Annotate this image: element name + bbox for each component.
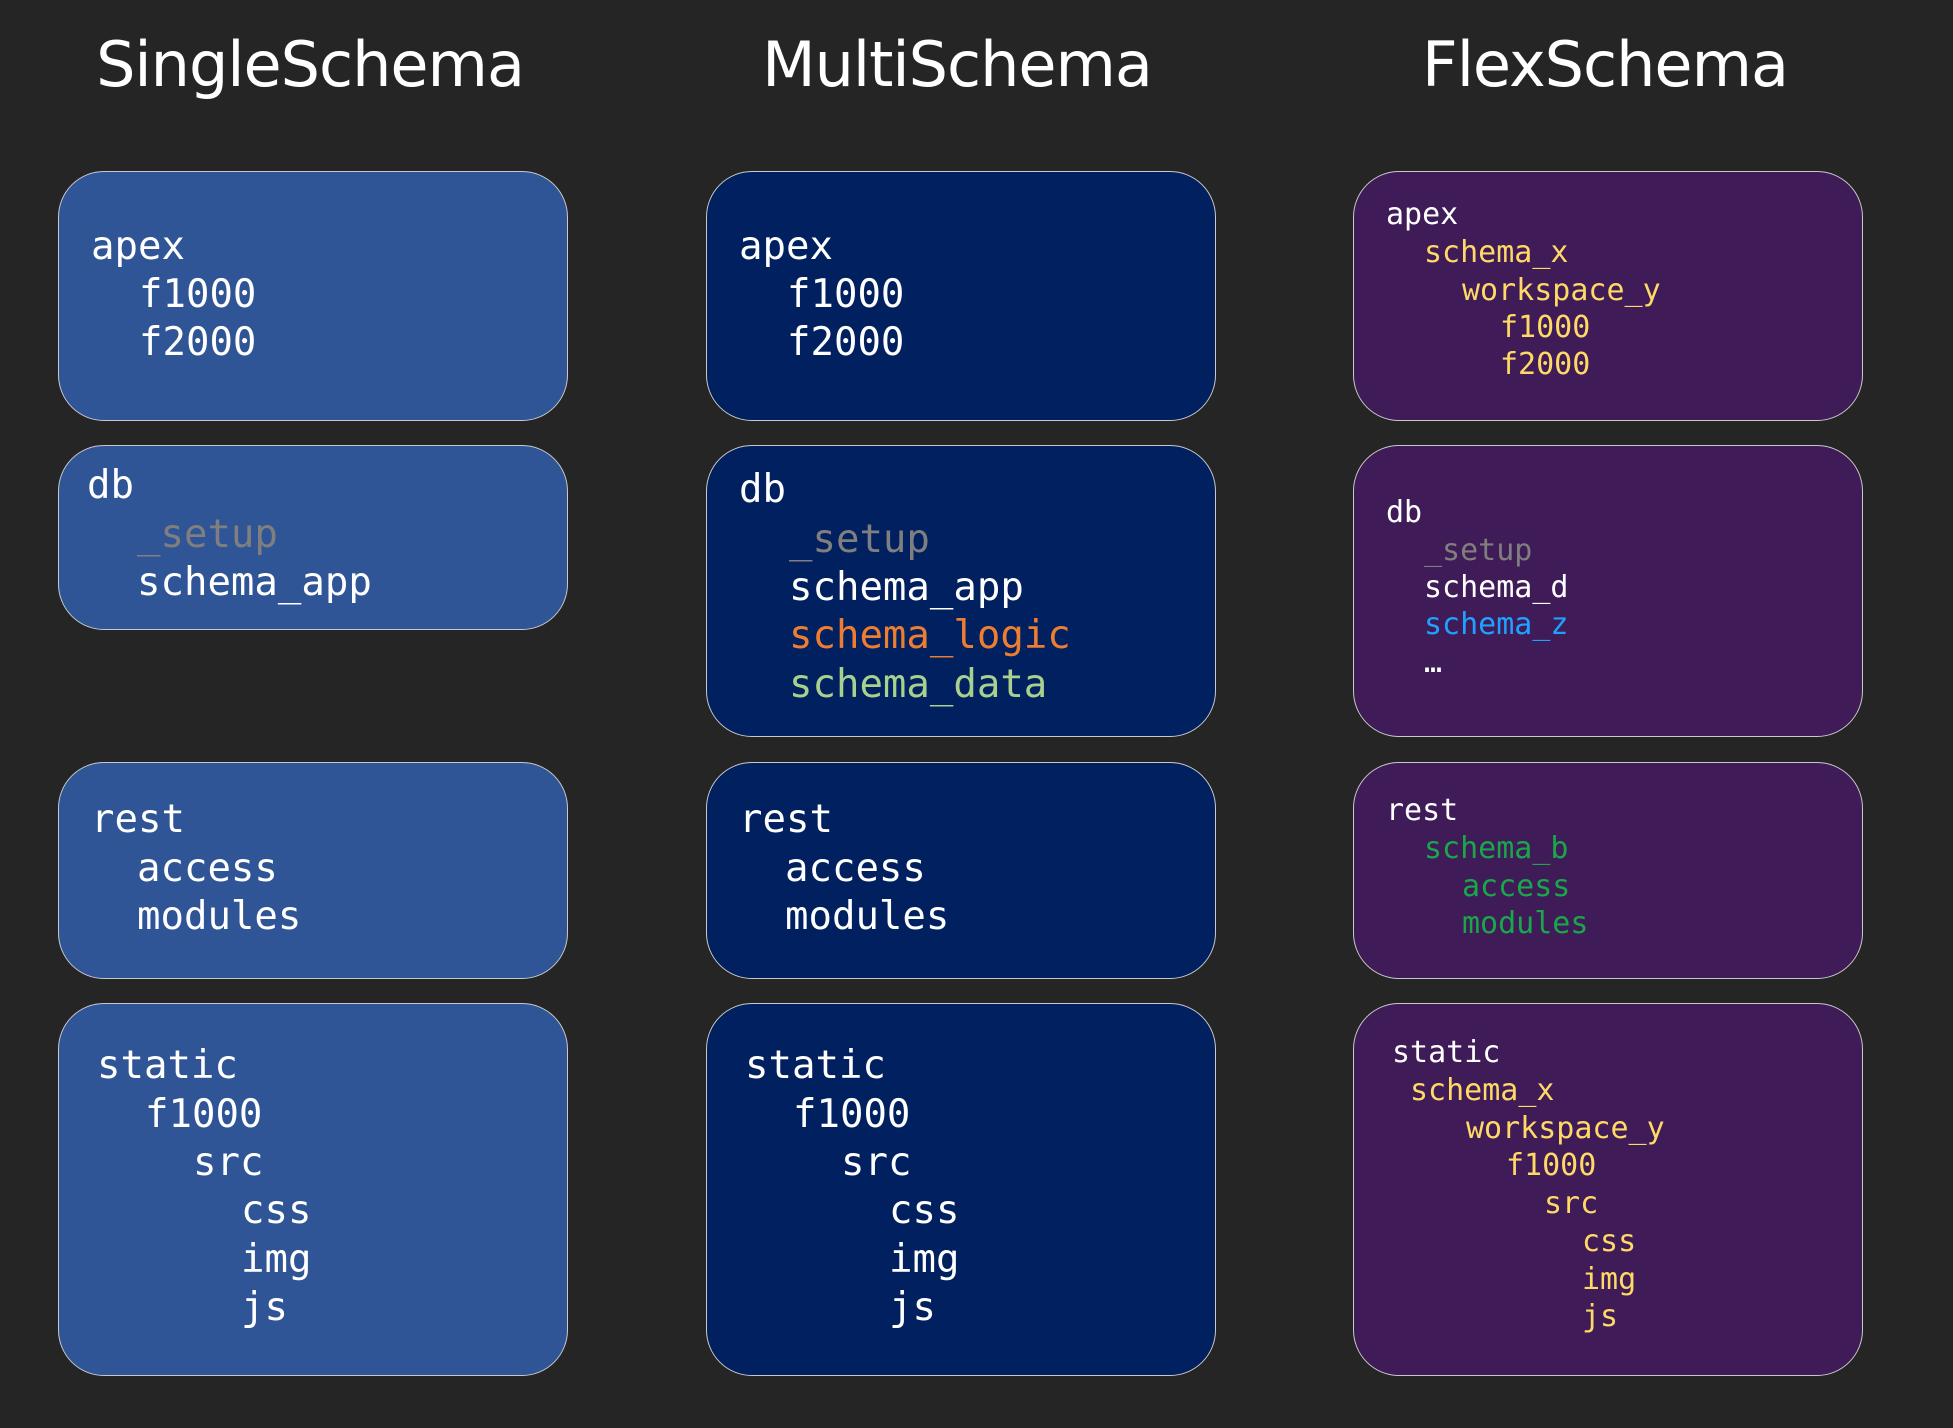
multi-db-item: db: [739, 467, 786, 512]
flex-apex-item: workspace_y: [1462, 273, 1661, 308]
single-rest-item: access: [137, 846, 278, 891]
multi-static-item: js: [889, 1285, 936, 1330]
flex-db-item: …: [1424, 645, 1443, 680]
multi-rest-item: modules: [785, 894, 950, 939]
multi-column-title: MultiSchema: [762, 28, 1153, 101]
flex-static-item: static: [1392, 1035, 1501, 1070]
single-static-item: src: [193, 1140, 264, 1185]
multi-static-item: src: [841, 1140, 912, 1185]
flex-apex-item: f1000: [1500, 310, 1591, 345]
multi-db-item: _setup: [789, 517, 930, 562]
flex-static-item: img: [1582, 1262, 1637, 1297]
flex-rest-item: access: [1462, 869, 1571, 904]
single-static-item: f1000: [145, 1092, 263, 1137]
multi-apex-item: f2000: [787, 320, 905, 365]
multi-db-item: schema_data: [789, 662, 1048, 707]
multi-db-item: schema_logic: [789, 613, 1071, 658]
multi-static-item: static: [745, 1043, 886, 1088]
single-static-item: img: [241, 1237, 312, 1282]
multi-db-item: schema_app: [789, 565, 1024, 610]
flex-static-item: js: [1582, 1299, 1619, 1334]
multi-apex-item: apex: [739, 224, 833, 269]
flex-column-title: FlexSchema: [1422, 28, 1789, 101]
multi-rest-item: access: [785, 846, 926, 891]
single-apex-item: apex: [91, 224, 185, 269]
flex-static-item: workspace_y: [1466, 1111, 1665, 1146]
single-static-item: static: [97, 1043, 238, 1088]
single-apex-item: f2000: [139, 320, 257, 365]
single-static-item: js: [241, 1285, 288, 1330]
flex-db-item: schema_d: [1424, 570, 1569, 605]
flex-db-item: _setup: [1424, 533, 1533, 568]
single-db-item: _setup: [137, 512, 278, 557]
single-db-item: schema_app: [137, 560, 372, 605]
flex-rest-item: rest: [1386, 793, 1459, 828]
flex-rest-item: modules: [1462, 906, 1589, 941]
flex-static-item: css: [1582, 1224, 1637, 1259]
flex-db-item: schema_z: [1424, 607, 1569, 642]
multi-apex-item: f1000: [787, 272, 905, 317]
flex-db-item: db: [1386, 495, 1423, 530]
single-db-item: db: [87, 463, 134, 508]
single-static-item: css: [241, 1188, 312, 1233]
multi-static-item: f1000: [793, 1092, 911, 1137]
flex-apex-item: f2000: [1500, 347, 1591, 382]
multi-static-item: img: [889, 1237, 960, 1282]
single-apex-item: f1000: [139, 272, 257, 317]
single-rest-item: rest: [91, 797, 185, 842]
flex-apex-item: schema_x: [1424, 235, 1569, 270]
flex-static-item: f1000: [1506, 1148, 1597, 1183]
flex-static-item: schema_x: [1410, 1073, 1555, 1108]
flex-apex-item: apex: [1386, 197, 1459, 232]
flex-static-item: src: [1544, 1186, 1599, 1221]
single-column-title: SingleSchema: [96, 28, 525, 101]
flex-rest-item: schema_b: [1424, 831, 1569, 866]
multi-static-item: css: [889, 1188, 960, 1233]
multi-rest-item: rest: [739, 797, 833, 842]
single-rest-item: modules: [137, 894, 302, 939]
